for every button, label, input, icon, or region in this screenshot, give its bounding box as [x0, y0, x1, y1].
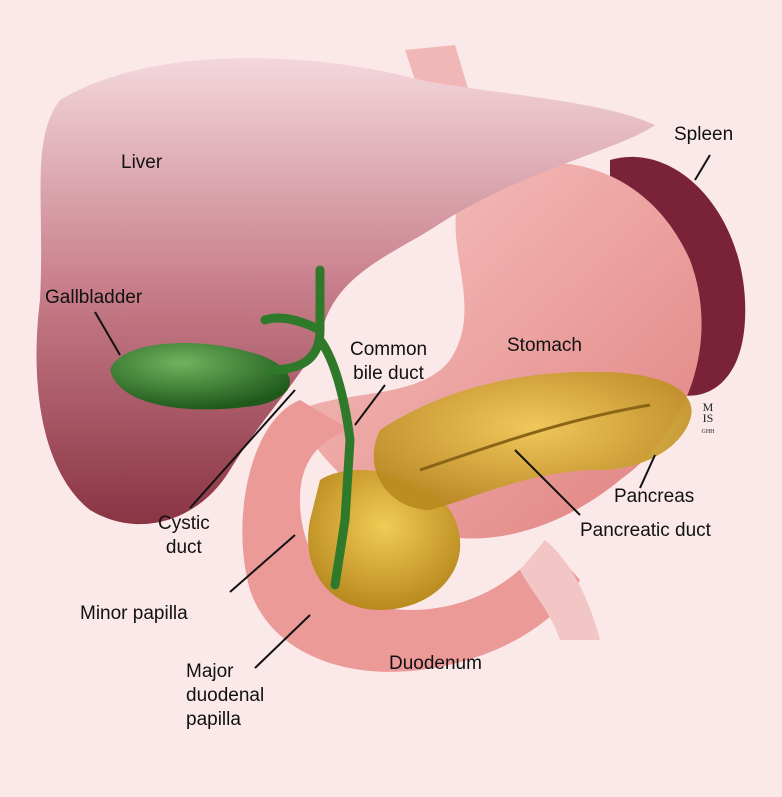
gallbladder — [110, 343, 290, 410]
pancreas-body — [373, 371, 692, 510]
duodenum — [242, 400, 580, 672]
label-line: duodenal — [186, 685, 265, 706]
label-pancreatic-duct: Pancreatic duct — [580, 520, 711, 541]
label-line: Cystic — [158, 513, 210, 534]
label-common-bile-duct: Common bile duct — [350, 338, 427, 386]
label-major-duodenal-papilla: Major duodenal papilla — [186, 660, 264, 732]
label-line: Major — [186, 661, 234, 682]
label-minor-papilla: Minor papilla — [80, 603, 188, 624]
label-gallbladder: Gallbladder — [45, 287, 143, 308]
bile-ducts — [260, 265, 355, 590]
label-cystic-duct: Cystic duct — [158, 512, 210, 560]
label-spleen: Spleen — [674, 124, 734, 145]
label-line: papilla — [186, 709, 241, 730]
label-stomach: Stomach — [507, 335, 582, 356]
label-duodenum: Duodenum — [389, 653, 482, 674]
label-pancreas: Pancreas — [614, 486, 695, 507]
label-line: bile duct — [353, 363, 424, 384]
label-line: duct — [165, 537, 202, 558]
label-line: Common — [350, 339, 428, 360]
leader-lines — [94, 154, 711, 669]
label-liver: Liver — [121, 152, 163, 173]
